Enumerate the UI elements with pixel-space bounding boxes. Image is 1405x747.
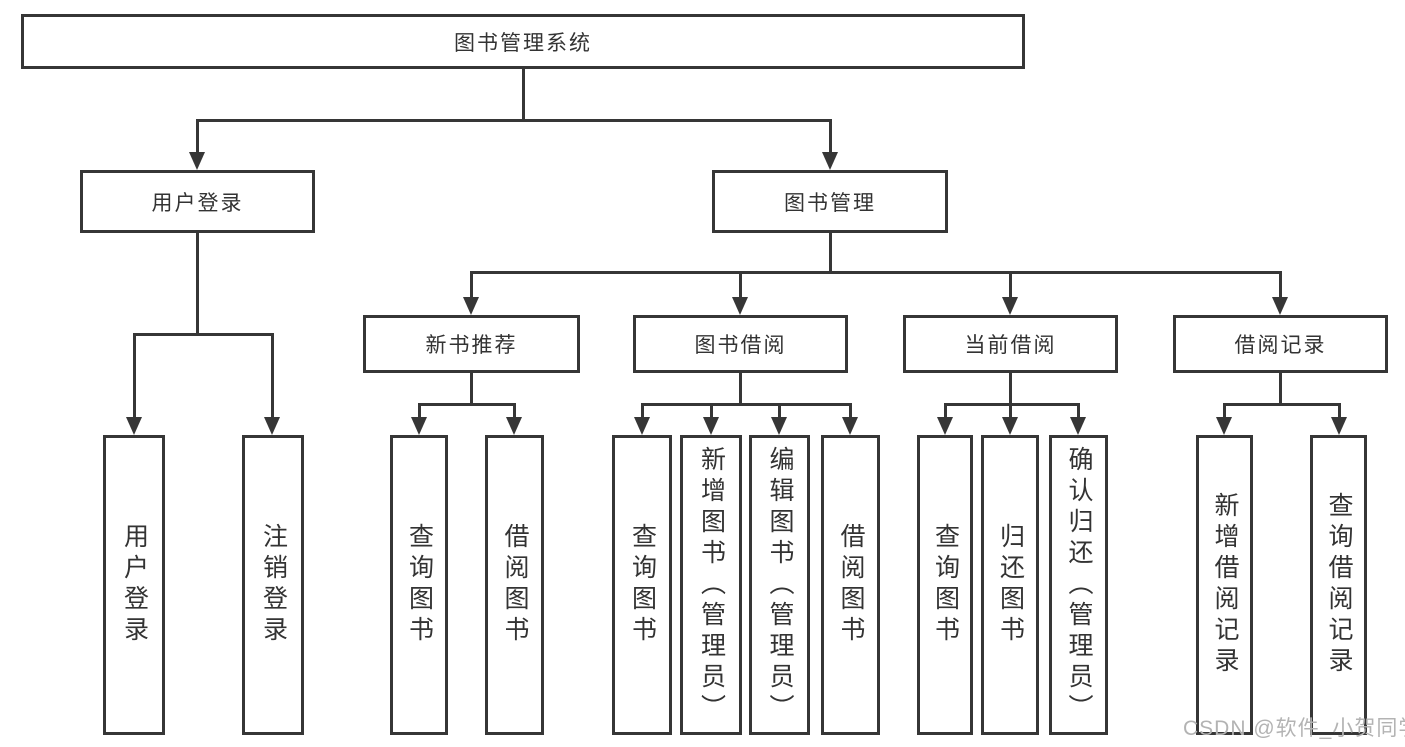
leaf-bb-borrow-books: 借阅图书 <box>821 435 880 735</box>
connector-line <box>1009 271 1012 299</box>
connector-line <box>739 373 742 406</box>
leaf-cb-query-books: 查询图书 <box>917 435 973 735</box>
arrowhead-icon <box>506 417 522 435</box>
leaf-cb-return-books: 归还图书 <box>981 435 1039 735</box>
leaf-br-add-record: 新增借阅记录 <box>1196 435 1253 735</box>
leaf-br-query-record: 查询借阅记录 <box>1310 435 1367 735</box>
connector-line <box>829 119 832 154</box>
node-user-login: 用户登录 <box>80 170 315 233</box>
node-book-borrowing: 图书借阅 <box>633 315 848 373</box>
connector-line <box>1279 271 1282 299</box>
node-borrow-records: 借阅记录 <box>1173 315 1388 373</box>
arrowhead-icon <box>1002 417 1018 435</box>
node-current-borrowing: 当前借阅 <box>903 315 1118 373</box>
arrowhead-icon <box>842 417 858 435</box>
node-label: 查询图书 <box>931 523 960 647</box>
node-label: 新书推荐 <box>425 334 518 357</box>
connector-line <box>196 119 832 122</box>
node-label: 新增图书（管理员） <box>697 445 726 725</box>
node-label: 用户登录 <box>120 523 149 647</box>
node-new-book-recommend: 新书推荐 <box>363 315 580 373</box>
node-label: 图书借阅 <box>694 334 787 357</box>
arrowhead-icon <box>1331 417 1347 435</box>
leaf-user-login: 用户登录 <box>103 435 165 735</box>
arrowhead-icon <box>1272 297 1288 315</box>
node-label: 编辑图书（管理员） <box>766 445 794 725</box>
arrowhead-icon <box>703 417 719 435</box>
node-label: 用户登录 <box>151 191 244 215</box>
arrowhead-icon <box>937 417 953 435</box>
arrowhead-icon <box>411 417 427 435</box>
node-label: 注销登录 <box>259 523 288 647</box>
connector-line <box>829 233 832 273</box>
connector-line <box>641 403 644 419</box>
arrowhead-icon <box>189 152 205 170</box>
connector-line <box>1338 403 1341 419</box>
connector-line <box>513 403 516 419</box>
connector-line <box>944 403 947 419</box>
connector-line <box>196 233 199 336</box>
leaf-bb-add-books-admin: 新增图书（管理员） <box>680 435 742 735</box>
node-label: 新增借阅记录 <box>1211 492 1239 678</box>
node-label: 当前借阅 <box>964 334 1057 357</box>
connector-line <box>133 333 274 336</box>
node-label: 归还图书 <box>996 523 1025 647</box>
node-label: 图书管理系统 <box>454 31 592 55</box>
connector-line <box>1009 403 1012 419</box>
node-label: 查询借阅记录 <box>1325 492 1353 678</box>
node-label: 借阅图书 <box>837 523 865 647</box>
watermark: CSDN @软件_小贺同学 <box>1183 717 1405 740</box>
arrowhead-icon <box>1070 417 1086 435</box>
connector-line <box>470 271 473 299</box>
arrowhead-icon <box>264 417 280 435</box>
connector-line <box>470 373 473 406</box>
node-label: 确认归还（管理员） <box>1065 445 1093 725</box>
connector-line <box>739 271 742 299</box>
leaf-bb-edit-books-admin: 编辑图书（管理员） <box>749 435 810 735</box>
node-library-system: 图书管理系统 <box>21 14 1025 69</box>
connector-line <box>1009 373 1012 406</box>
node-book-management: 图书管理 <box>712 170 948 233</box>
leaf-logout: 注销登录 <box>242 435 304 735</box>
connector-line <box>1077 403 1080 419</box>
leaf-nb-query-books: 查询图书 <box>390 435 448 735</box>
node-label: 图书管理 <box>784 191 876 215</box>
connector-line <box>196 119 199 154</box>
arrowhead-icon <box>634 417 650 435</box>
connector-line <box>778 403 781 419</box>
connector-line <box>418 403 421 419</box>
connector-line <box>641 403 852 406</box>
node-label: 借阅记录 <box>1234 334 1327 357</box>
connector-line <box>1223 403 1341 406</box>
arrowhead-icon <box>126 417 142 435</box>
leaf-nb-borrow-books: 借阅图书 <box>485 435 544 735</box>
node-label: 借阅图书 <box>501 523 529 647</box>
connector-line <box>710 403 713 419</box>
node-label: 查询图书 <box>405 523 434 647</box>
connector-line <box>944 403 1080 406</box>
arrowhead-icon <box>463 297 479 315</box>
connector-line <box>418 403 516 406</box>
leaf-cb-confirm-return-admin: 确认归还（管理员） <box>1049 435 1108 735</box>
connector-line <box>271 333 274 419</box>
arrowhead-icon <box>1216 417 1232 435</box>
arrowhead-icon <box>1002 297 1018 315</box>
connector-line <box>1279 373 1282 406</box>
arrowhead-icon <box>771 417 787 435</box>
connector-line <box>849 403 852 419</box>
node-label: 查询图书 <box>628 523 657 647</box>
connector-line <box>133 333 136 419</box>
leaf-bb-query-books: 查询图书 <box>612 435 672 735</box>
connector-line <box>522 68 525 121</box>
connector-line <box>1223 403 1226 419</box>
arrowhead-icon <box>822 152 838 170</box>
arrowhead-icon <box>732 297 748 315</box>
connector-line <box>470 271 1282 274</box>
